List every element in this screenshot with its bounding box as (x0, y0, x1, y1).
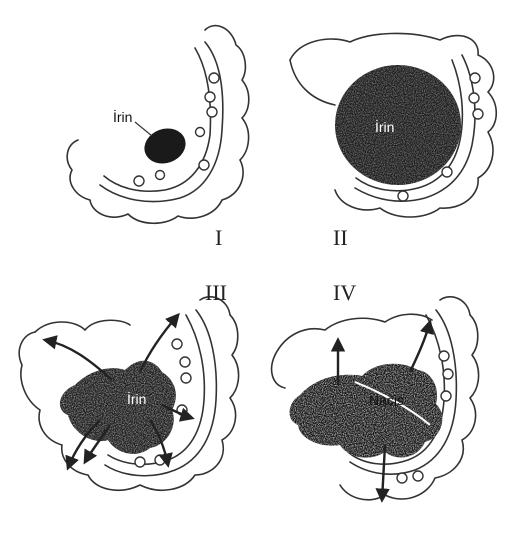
label-pus-1: İrin (113, 108, 132, 125)
label-necrosis-4: Nacis (369, 392, 404, 408)
panel-numeral-3: III (205, 280, 227, 305)
panel-numeral-2: II (333, 225, 348, 250)
panel-numeral-1: I (215, 225, 222, 250)
panel-2: İrin II (290, 33, 496, 250)
abscess-lesion-1 (139, 123, 190, 169)
panel-3: İrin III (19, 280, 238, 490)
panel-4: Nacis IV (272, 280, 479, 500)
label-pus-2: İrin (375, 118, 394, 135)
panel-numeral-4: IV (333, 280, 356, 305)
label-pus-3: İrin (127, 390, 146, 407)
panel-1: İrin I (67, 26, 249, 250)
